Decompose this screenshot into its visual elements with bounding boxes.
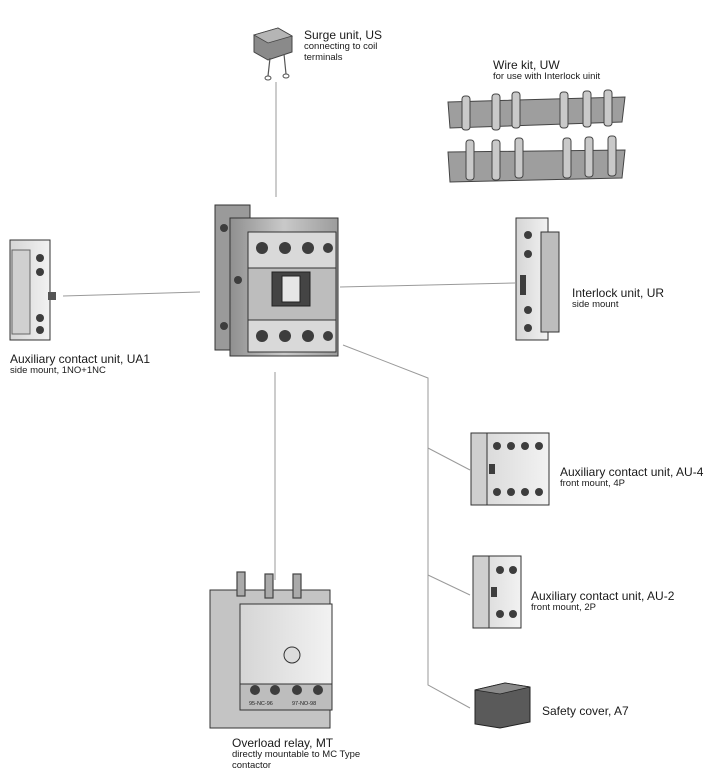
- interlock-unit-image: [515, 217, 560, 341]
- aux-side-title: Auxiliary contact unit, UA1: [10, 352, 151, 366]
- overload-label-nc: 95-NC-96: [249, 701, 273, 707]
- surge-unit-title: Surge unit, US: [304, 28, 383, 42]
- surge-unit-sub1: connecting to coil: [304, 41, 378, 53]
- wire-kit-title: Wire kit, UW: [493, 58, 560, 72]
- label-surge-unit: Surge unit, US connecting to coil termin…: [304, 28, 383, 63]
- label-aux-side: Auxiliary contact unit, UA1 side mount, …: [10, 352, 151, 377]
- aux-contact-au2-image: [472, 555, 522, 629]
- overload-relay-image: 95-NC-96 97-NO-98: [209, 571, 333, 729]
- connector-lines: [62, 82, 516, 709]
- label-overload-relay: Overload relay, MT directly mountable to…: [232, 736, 361, 771]
- overload-label-no: 97-NO-98: [292, 701, 316, 707]
- label-interlock-unit: Interlock unit, UR side mount: [572, 286, 665, 311]
- wire-kit-sub1: for use with Interlock uinit: [493, 71, 601, 83]
- connector-line-front-units: [342, 344, 471, 709]
- aux-contact-au4-image: [470, 432, 550, 506]
- overload-relay-sub2: contactor: [232, 759, 272, 771]
- overload-relay-title: Overload relay, MT: [232, 736, 334, 750]
- aux-side-sub1: side mount, 1NO+1NC: [10, 365, 106, 377]
- wire-kit-image: [447, 89, 626, 183]
- connector-line-interlock: [339, 282, 516, 288]
- aux-front-4-title: Auxiliary contact unit, AU-4: [560, 465, 704, 479]
- aux-front-4-sub1: front mount, 4P: [560, 478, 625, 490]
- label-wire-kit: Wire kit, UW for use with Interlock uini…: [493, 58, 601, 83]
- surge-unit-sub2: terminals: [304, 51, 343, 63]
- aux-front-2-title: Auxiliary contact unit, AU-2: [531, 589, 675, 603]
- connector-line-aux-side: [62, 291, 201, 297]
- aux-front-2-sub1: front mount, 2P: [531, 602, 596, 614]
- label-safety-cover: Safety cover, A7: [542, 704, 629, 718]
- connector-line-au4: [427, 447, 471, 471]
- label-aux-front-2: Auxiliary contact unit, AU-2 front mount…: [531, 589, 675, 614]
- surge-unit-image: [252, 27, 294, 81]
- contactor-image: [214, 204, 339, 357]
- aux-contact-ua1-image: [9, 239, 56, 341]
- connector-line-au2: [427, 574, 471, 596]
- overload-relay-sub1: directly mountable to MC Type: [232, 749, 361, 761]
- interlock-unit-sub1: side mount: [572, 299, 619, 311]
- label-aux-front-4: Auxiliary contact unit, AU-4 front mount…: [560, 465, 704, 490]
- safety-cover-title: Safety cover, A7: [542, 704, 629, 718]
- interlock-unit-title: Interlock unit, UR: [572, 286, 665, 300]
- safety-cover-image: [474, 682, 531, 729]
